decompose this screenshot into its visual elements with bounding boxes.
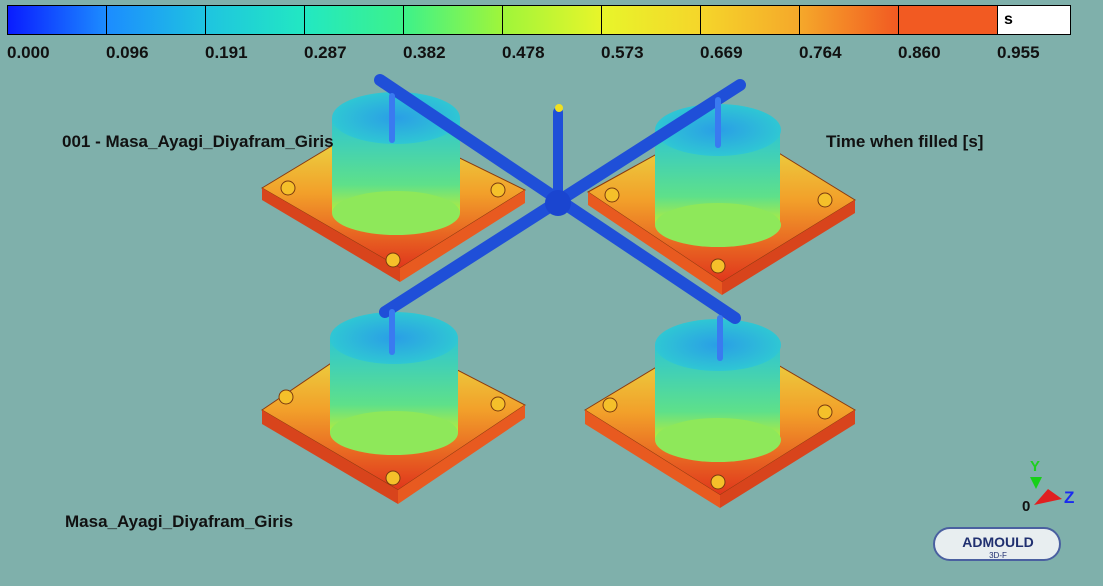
legend-unit: s <box>998 6 1070 34</box>
logo-subtext: 3D-F <box>989 551 1007 560</box>
model-title-label: 001 - Masa_Ayagi_Diyafram_Giris <box>62 132 334 151</box>
legend-swatch <box>404 6 503 34</box>
admould-logo: ADMOULD 3D-F <box>933 527 1061 561</box>
logo-text: ADMOULD <box>962 534 1034 550</box>
z-axis-arrow <box>1034 489 1062 505</box>
origin-label: 0 <box>1022 498 1030 515</box>
legend-swatch <box>701 6 800 34</box>
axis-triad[interactable]: Y Z 0 <box>1022 459 1082 519</box>
legend-swatch <box>8 6 107 34</box>
part-bottom-left <box>261 312 526 504</box>
injection-point-marker <box>555 104 563 112</box>
part-top-left <box>261 92 527 282</box>
sprue-junction <box>545 190 571 216</box>
legend-tick: 0.955 <box>997 43 1040 62</box>
legend-tick: 0.860 <box>898 43 941 62</box>
legend-swatch <box>206 6 305 34</box>
legend-swatch <box>107 6 206 34</box>
legend-tick: 0.000 <box>7 43 50 62</box>
legend-tick: 0.764 <box>799 43 842 62</box>
legend-tick: 0.478 <box>502 43 545 62</box>
legend-swatch <box>899 6 998 34</box>
legend-swatch <box>305 6 404 34</box>
legend-swatch <box>800 6 899 34</box>
legend-swatch <box>602 6 701 34</box>
legend-tick: 0.669 <box>700 43 743 62</box>
part-bottom-right <box>584 319 856 508</box>
y-axis-label: Y <box>1030 459 1040 475</box>
legend-tick: 0.573 <box>601 43 644 62</box>
legend-tick: 0.287 <box>304 43 347 62</box>
z-axis-label: Z <box>1064 488 1074 507</box>
legend-tick: 0.096 <box>106 43 149 62</box>
legend-tick: 0.191 <box>205 43 248 62</box>
y-axis-arrow <box>1030 477 1042 489</box>
result-type-label: Time when filled [s] <box>826 132 984 151</box>
color-legend-bar: s <box>7 5 1071 35</box>
legend-tick: 0.382 <box>403 43 446 62</box>
part-top-right <box>587 104 856 295</box>
model-name-label: Masa_Ayagi_Diyafram_Giris <box>65 512 294 531</box>
legend-swatch <box>503 6 602 34</box>
